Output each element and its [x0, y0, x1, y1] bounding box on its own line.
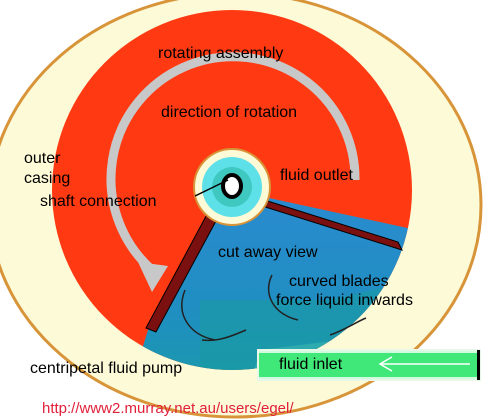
shaft-leader-line [194, 179, 229, 197]
label-centripetal-fluid-pump: centripetal fluid pump [30, 360, 182, 377]
label-casing: casing [24, 170, 70, 187]
label-rotating-assembly: rotating assembly [158, 45, 283, 62]
label-direction-of-rotation: direction of rotation [161, 104, 297, 121]
curved-blades [181, 274, 367, 342]
source-url: http://www2.murray.net.au/users/egel/ [42, 400, 294, 417]
label-fluid-inlet: fluid inlet [279, 356, 343, 373]
rotation-arrow [106, 52, 360, 292]
fluid-inlet-pipe [257, 349, 481, 381]
label-outer: outer [24, 150, 61, 167]
label-shaft-connection: shaft connection [40, 193, 157, 210]
label-fluid-outlet: fluid outlet [280, 167, 353, 184]
label-cut-away-view: cut away view [218, 244, 318, 261]
label-curved-blades: curved blades [289, 273, 389, 290]
shaft-hub [193, 148, 271, 226]
label-force-liquid-inwards: force liquid inwards [276, 292, 413, 309]
